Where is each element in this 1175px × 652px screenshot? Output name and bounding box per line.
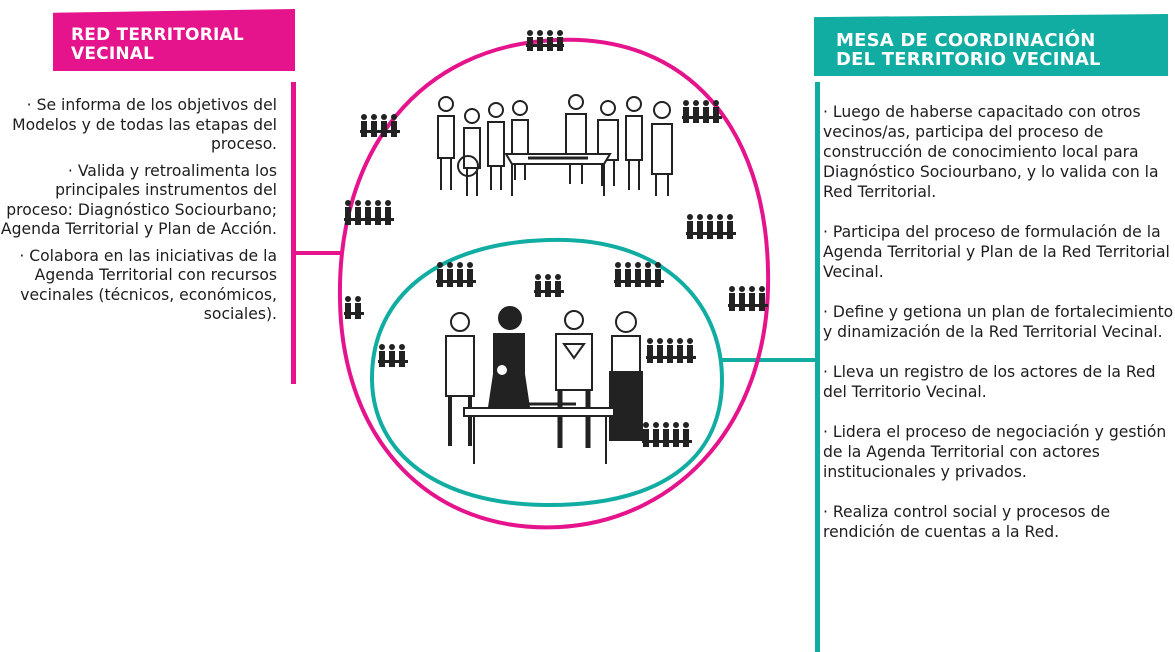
people-group-icon <box>344 30 768 319</box>
mesa-coordinacion-header: MESA DE COORDINACIÓN DEL TERRITORIO VECI… <box>814 14 1168 76</box>
list-item: · Lleva un registro de los actores de la… <box>823 363 1156 401</box>
mesa-coordinacion-title-line2: DEL TERRITORIO VECINAL <box>836 49 1101 70</box>
people-group-icon <box>378 262 696 447</box>
mesa-coordinacion-title-line1: MESA DE COORDINACIÓN <box>836 30 1096 51</box>
list-item: · Valida y retroalimenta los principales… <box>0 161 277 239</box>
list-item: · Realiza control social y procesos de r… <box>823 503 1111 541</box>
large-people-group-illustration <box>437 94 673 196</box>
list-item: · Define y getiona un plan de fortalecim… <box>823 303 1174 341</box>
list-item: · Lidera el proceso de negociación y ges… <box>823 423 1167 481</box>
meeting-table-illustration <box>445 306 643 464</box>
red-territorial-list: · Se informa de los objetivos del Modelo… <box>0 96 277 332</box>
list-item: · Participa del proceso de formulación d… <box>823 223 1170 281</box>
red-territorial-header: RED TERRITORIAL VECINAL <box>53 9 295 71</box>
left-divider <box>291 82 296 384</box>
red-territorial-title-line1: RED TERRITORIAL <box>71 25 244 45</box>
list-item: · Se informa de los objetivos del Modelo… <box>12 96 277 153</box>
list-item: · Luego de haberse capacitado con otros … <box>823 103 1159 201</box>
mesa-coordinacion-list: · Luego de haberse capacitado con otros … <box>823 102 1175 562</box>
right-divider <box>815 82 820 652</box>
inner-ring-mesa-coordinacion <box>369 237 725 508</box>
list-item: · Colabora en las iniciativas de la Agen… <box>19 246 277 324</box>
red-territorial-title-line2: VECINAL <box>71 44 155 64</box>
outer-ring-red-territorial <box>337 37 771 530</box>
